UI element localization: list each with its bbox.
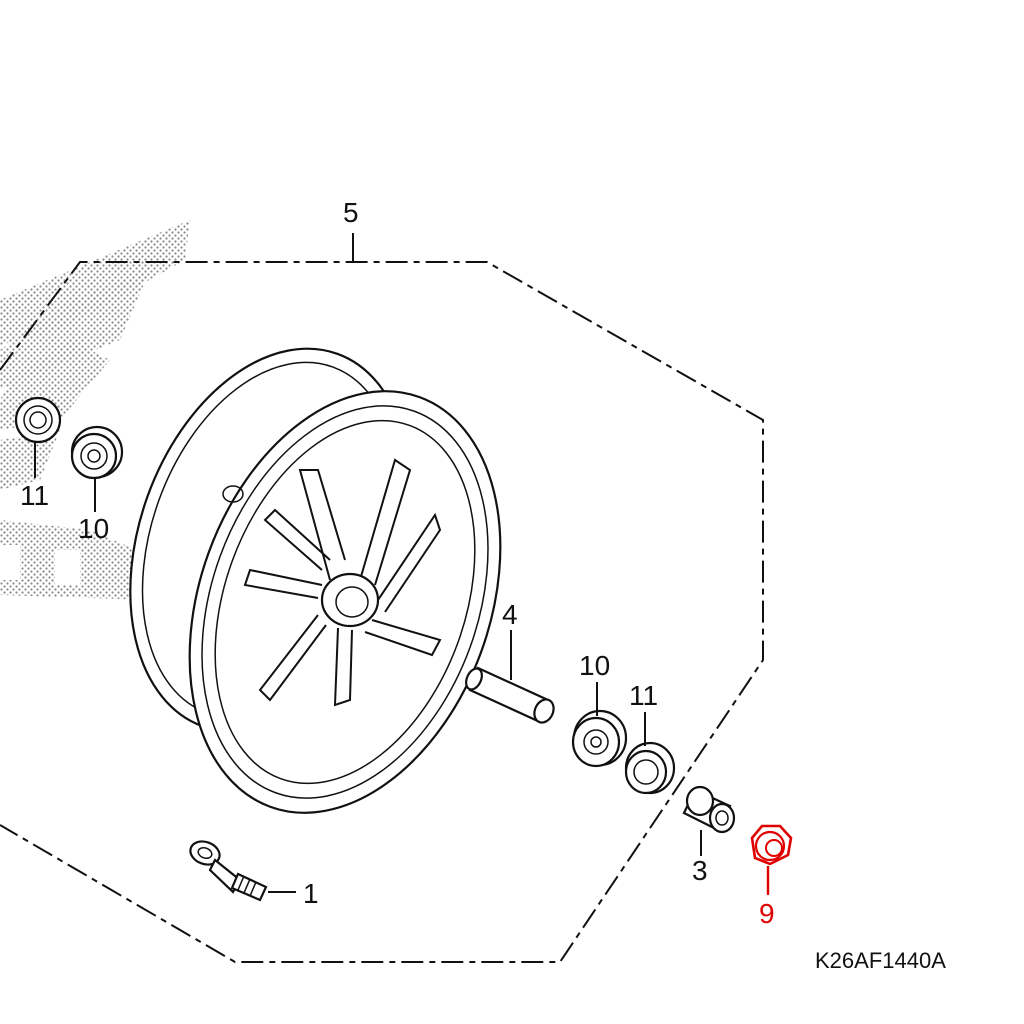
dust-seal-right-part-11 <box>624 712 676 795</box>
assembly-outline <box>0 233 764 963</box>
wheel-rim-part-5 <box>129 347 502 814</box>
callout-11-left: 11 <box>20 480 49 511</box>
callout-10-left: 10 <box>78 513 109 544</box>
dust-seal-left-part-11 <box>14 396 62 478</box>
callout-3: 3 <box>692 855 708 886</box>
callout-4: 4 <box>502 599 518 630</box>
callout-9: 9 <box>759 898 775 929</box>
bearing-right-part-10 <box>571 682 628 768</box>
axle-nut-part-9[interactable] <box>750 824 793 895</box>
bearing-left-part-10 <box>70 425 124 512</box>
stippled-background <box>0 220 190 600</box>
callout-labels: 5 11 10 4 10 11 3 9 1 K26AF1440A <box>20 197 946 973</box>
valve-stem-part-1 <box>189 840 296 902</box>
callout-5: 5 <box>343 197 359 228</box>
callout-11-right: 11 <box>629 680 658 711</box>
callout-10-right: 10 <box>579 650 610 681</box>
drawing-code: K26AF1440A <box>815 948 946 973</box>
side-collar-part-3 <box>682 785 736 856</box>
callout-1: 1 <box>303 878 319 909</box>
collar-part-4 <box>465 630 555 724</box>
